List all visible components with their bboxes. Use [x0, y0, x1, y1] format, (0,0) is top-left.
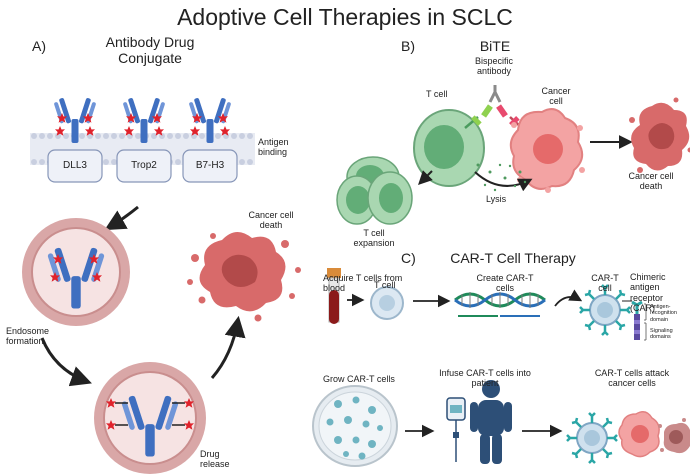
endosome-formation-label: Endosome formation: [6, 326, 49, 347]
cancer-death-b-line2: death: [639, 181, 663, 192]
cancer-cell-death-label-a: Cancer cell death: [236, 210, 306, 231]
t-cell-icon: [370, 286, 404, 320]
panel-b-heading: BiTE: [479, 38, 511, 54]
panel-a-heading-line1: Antibody Drug: [105, 34, 195, 50]
create-line1: Create CAR-T: [476, 273, 534, 283]
arrow-icon: [554, 289, 583, 307]
arrow-icon: [104, 205, 139, 231]
panel-a-heading: Antibody Drug Conjugate: [80, 34, 220, 66]
endosome-line2: formation: [6, 336, 44, 347]
drug-release-label: Drug release: [200, 449, 230, 470]
cancer-cell-b-line1: Cancer: [541, 86, 571, 96]
cart-cell-line2: cell: [598, 283, 612, 294]
lysis-label: Lysis: [486, 194, 507, 204]
cancer-cell-label-b: Cancer cell: [536, 86, 576, 107]
infuse-line2: patient: [471, 378, 499, 389]
receptor-dll3: [47, 149, 103, 183]
create-cart-label: Create CAR-T cells: [470, 273, 540, 294]
t-cell-icon: [336, 156, 413, 225]
antigen-domain-line3: domain: [650, 316, 669, 323]
cancer-cell-b-line2: cell: [549, 96, 563, 107]
chimeric-antigen-receptor-label: Chimeric antigen receptor (CAR): [630, 272, 690, 313]
target-label-trop2: Trop2: [131, 160, 157, 171]
acquire-line2: blood: [323, 283, 346, 294]
signaling-line2: domains: [650, 334, 671, 341]
figure-title: Adoptive Cell Therapies in SCLC: [177, 4, 513, 30]
panel-b-letter: B): [401, 38, 415, 54]
cart-attack-label: CAR-T cells attack cancer cells: [584, 368, 680, 389]
panel-c-letter: C): [401, 250, 416, 266]
cancer-death-b-line1: Cancer cell: [628, 171, 674, 181]
cancer-death-a-line2: death: [259, 220, 283, 231]
signaling-line1: Signaling: [650, 328, 673, 334]
panel-a-letter: A): [32, 38, 46, 54]
cancer-cell-icon: [618, 411, 660, 458]
dna-icon: [454, 292, 546, 317]
acquire-line1: Acquire T cells from: [323, 273, 403, 283]
drug-release-line2: release: [200, 459, 230, 470]
t-cell-expansion-label: T cell expansion: [344, 228, 404, 249]
arrow-icon: [40, 337, 92, 387]
petri-dish-icon: [312, 385, 398, 467]
cancer-cell-icon: [187, 231, 301, 322]
cancer-cell-icon: [629, 97, 690, 173]
endosome-icon: [94, 362, 206, 474]
cancer-cell-icon: [509, 108, 585, 193]
antigen-domain-line2: recognition: [650, 310, 677, 317]
t-cell-label-b: T cell: [426, 89, 448, 99]
arrow-icon: [210, 315, 246, 379]
grow-cart-label: Grow CAR-T cells: [323, 374, 395, 384]
attack-line2: cancer cells: [608, 378, 656, 389]
infuse-line1: Infuse CAR-T cells into: [439, 368, 531, 378]
bispecific-line1: Bispecific: [474, 56, 513, 66]
panel-c-heading: CAR-T Cell Therapy: [450, 250, 576, 266]
patient-icon: [470, 380, 512, 464]
attack-line1: CAR-T cells attack: [594, 368, 670, 378]
cancer-cell-death-label-b: Cancer cell death: [616, 171, 686, 192]
lysis-particles: [476, 163, 527, 192]
expansion-line1: T cell: [363, 228, 385, 238]
target-label-b7h3: B7-H3: [195, 160, 225, 171]
antigen-recognition-domain-label: Antigen- recognition domain: [650, 304, 677, 323]
car-t-cell-icon: [565, 411, 619, 465]
cancer-cell-icon: [658, 418, 690, 454]
receptor-b7h3: [182, 149, 238, 183]
arrow-icon: [418, 170, 433, 185]
iv-bag-icon: [446, 397, 466, 462]
bispecific-antibody-icon: [464, 85, 523, 129]
cart-cell-line1: CAR-T: [591, 273, 619, 283]
endosome-line1: Endosome: [6, 326, 50, 336]
target-label-dll3: DLL3: [63, 160, 87, 171]
signaling-domains-label: Signaling domains: [650, 328, 673, 341]
bispecific-antibody-label: Bispecific antibody: [464, 56, 524, 77]
endosome-icon: [22, 218, 130, 326]
antigen-domain-line1: Antigen-: [650, 304, 671, 310]
t-cell-label-c: T cell: [374, 280, 396, 290]
expansion-line2: expansion: [353, 238, 395, 249]
cart-cell-label: CAR-T cell: [588, 273, 622, 294]
car-line1: Chimeric antigen: [630, 272, 666, 293]
antigen-binding-label: Antigen binding: [258, 137, 289, 158]
create-line2: cells: [495, 283, 514, 294]
cancer-death-a-line1: Cancer cell: [248, 210, 294, 220]
car-line2: receptor (CAR): [630, 292, 664, 314]
panel-a-heading-line2: Conjugate: [118, 50, 182, 67]
antigen-binding-line1: Antigen: [258, 137, 289, 147]
t-cell-icon: [413, 109, 485, 187]
receptor-trop2: [116, 149, 172, 183]
antigen-binding-line2: binding: [258, 147, 288, 158]
infuse-cart-label: Infuse CAR-T cells into patient: [430, 368, 540, 389]
drug-release-line1: Drug: [200, 449, 220, 459]
blood-tube-icon: [327, 268, 341, 324]
bispecific-line2: antibody: [476, 66, 512, 77]
acquire-t-cells-label: Acquire T cells from blood: [323, 273, 402, 294]
car-receptor-icon: [622, 300, 647, 341]
